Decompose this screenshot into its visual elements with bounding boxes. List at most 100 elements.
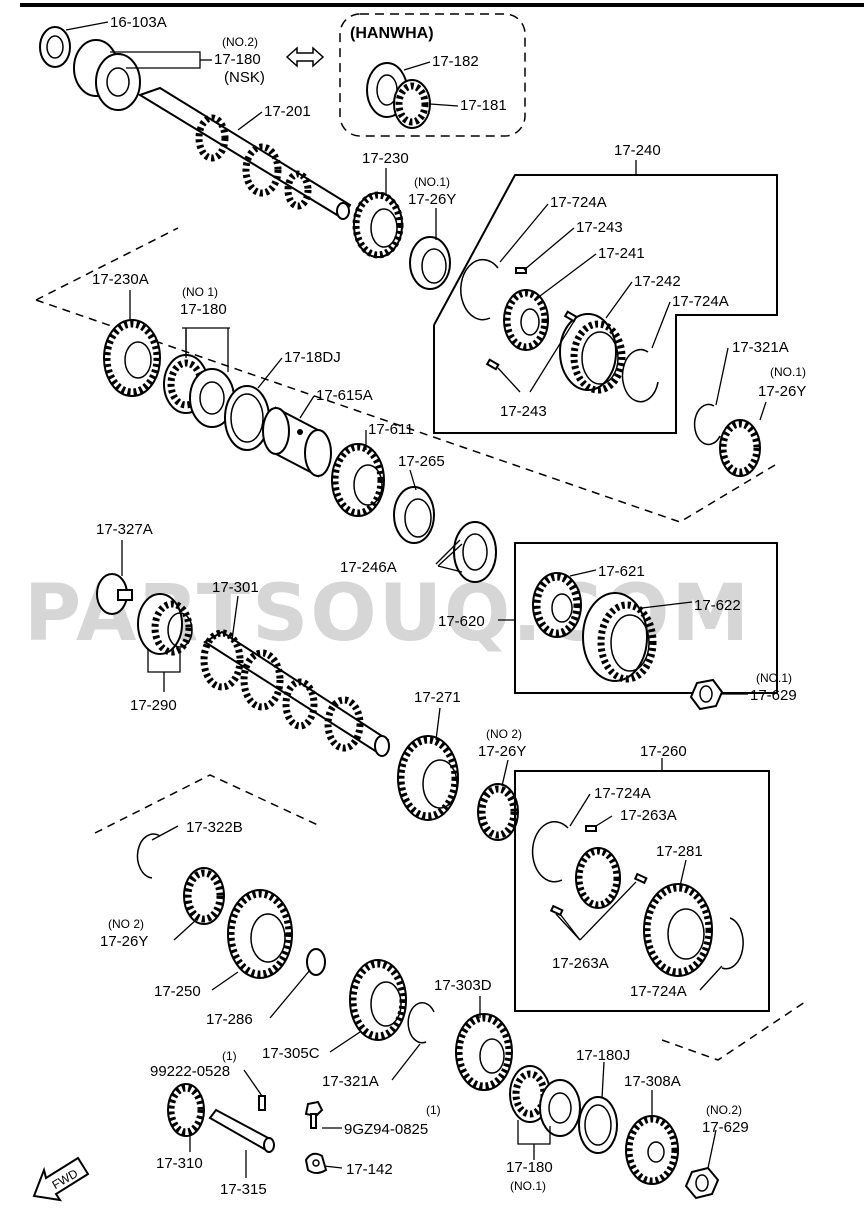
bearing-17-180-top[interactable] <box>73 39 141 111</box>
hanwha-alternative-box <box>339 13 526 137</box>
callout-17-26y-b: 17-26Y <box>758 383 806 400</box>
callout-17-26y-a: 17-26Y <box>408 191 456 208</box>
synchro-ring-17-26y-a[interactable] <box>409 236 451 290</box>
washer-17-286[interactable] <box>306 948 326 976</box>
synchro-ring-17-265[interactable] <box>393 486 435 544</box>
callout-17-240: 17-240 <box>614 142 661 159</box>
hub-17-621[interactable] <box>532 572 582 638</box>
callout-17-629-b: 17-629 <box>702 1119 749 1136</box>
callout-17-242: 17-242 <box>634 273 681 290</box>
gear-17-281[interactable] <box>643 883 713 977</box>
gear-17-308a[interactable] <box>625 1115 679 1185</box>
snap-ring-17-321a-b[interactable] <box>407 1002 435 1044</box>
callout-17-724a-c: 17-724A <box>594 785 651 802</box>
gear-17-305c[interactable] <box>349 959 407 1041</box>
hub-17-241[interactable] <box>503 289 549 351</box>
callout-16-103a: 16-103A <box>110 14 167 31</box>
gear-17-250[interactable] <box>227 889 293 979</box>
key-17-263a-b[interactable] <box>549 872 648 917</box>
callout-nsk: (NSK) <box>224 69 265 86</box>
nut-17-629-a[interactable] <box>689 678 724 711</box>
gear-17-230a[interactable] <box>103 319 161 397</box>
dashed-region-edge-3 <box>661 999 809 1061</box>
synchro-ring-17-26y-b[interactable] <box>719 419 761 477</box>
gear-17-611[interactable] <box>331 443 385 517</box>
snap-ring-17-724a-c[interactable] <box>531 821 569 883</box>
key-17-263a-a[interactable] <box>585 825 597 832</box>
callout-no2-a: (NO.2) <box>222 35 258 49</box>
synchro-ring-17-26y-c[interactable] <box>477 783 519 841</box>
snap-ring-17-322b[interactable] <box>136 833 161 879</box>
sleeve-17-622[interactable] <box>582 592 657 683</box>
bearing-17-180-mid[interactable] <box>163 354 235 428</box>
callout-qty1-b: (1) <box>426 1103 441 1117</box>
thrust-plate-17-246a[interactable] <box>453 521 497 583</box>
callout-no1-c: (NO.1) <box>770 365 806 379</box>
callout-no1-d: (NO.1) <box>756 671 792 685</box>
synchro-ring-17-26y-d[interactable] <box>183 867 225 925</box>
bracket-17-142[interactable] <box>304 1152 328 1174</box>
key-17-243-b[interactable] <box>485 310 578 371</box>
shim-17-18dj[interactable] <box>224 385 270 451</box>
callout-no1-a: (NO.1) <box>414 175 450 189</box>
shaft-17-315[interactable] <box>208 1108 275 1153</box>
callout-17-18dj: 17-18DJ <box>284 349 341 366</box>
callout-17-321a-a: 17-321A <box>732 339 789 356</box>
snap-ring-17-321a-a[interactable] <box>693 403 721 446</box>
callout-17-724a-b: 17-724A <box>672 293 729 310</box>
hub-17-281-inner[interactable] <box>575 847 621 909</box>
gear-17-230[interactable] <box>352 191 404 259</box>
bearing-17-290[interactable] <box>137 593 193 656</box>
callout-17-305c: 17-305C <box>262 1045 320 1062</box>
pin-99222-0528[interactable] <box>258 1095 266 1111</box>
gear-17-271[interactable] <box>397 735 459 821</box>
callout-17-243-a: 17-243 <box>576 219 623 236</box>
callout-17-724a-d: 17-724A <box>630 983 687 1000</box>
callout-17-321a-b: 17-321A <box>322 1073 379 1090</box>
callout-17-230a: 17-230A <box>92 271 149 288</box>
sync-assembly-17-240-box <box>433 174 778 434</box>
sleeve-17-615a[interactable] <box>262 406 332 478</box>
callout-17-263a-b: 17-263A <box>552 955 609 972</box>
callout-17-263a-a: 17-263A <box>620 807 677 824</box>
sleeve-17-242[interactable] <box>559 313 626 394</box>
callout-no1-e: (NO.1) <box>510 1179 546 1193</box>
snap-ring-17-724a-d[interactable] <box>721 917 744 970</box>
callout-17-629-a: 17-629 <box>750 687 797 704</box>
input-shaft-17-201[interactable] <box>137 86 352 220</box>
gear-17-303d[interactable] <box>455 1013 513 1091</box>
gear-17-310[interactable] <box>167 1083 205 1137</box>
callout-qty1-a: (1) <box>222 1049 237 1063</box>
callout-17-246a: 17-246A <box>340 559 397 576</box>
callout-no2-b: (NO 2) <box>486 727 522 741</box>
alternative-arrow-icon <box>285 46 325 68</box>
snap-ring-17-724a-a[interactable] <box>460 258 499 321</box>
callout-no2-c: (NO 2) <box>108 917 144 931</box>
leader-lines <box>65 21 767 1178</box>
plug-17-327a[interactable] <box>96 573 133 615</box>
snap-ring-17-724a-b[interactable] <box>621 348 659 403</box>
key-17-243-a[interactable] <box>515 267 527 274</box>
callout-17-724a-a: 17-724A <box>550 194 607 211</box>
callout-17-260: 17-260 <box>640 743 687 760</box>
bolt-9gz94-0825[interactable] <box>304 1100 324 1129</box>
callout-17-26y-c: 17-26Y <box>478 743 526 760</box>
callout-no1-b: (NO 1) <box>182 285 218 299</box>
bearing-17-180-bot[interactable] <box>509 1065 581 1137</box>
shim-17-180j[interactable] <box>578 1096 618 1154</box>
callout-17-26y-d: 17-26Y <box>100 933 148 950</box>
main-shaft-17-301[interactable] <box>200 629 390 757</box>
callout-9gz94-0825: 9GZ94-0825 <box>344 1121 428 1138</box>
callout-17-271: 17-271 <box>414 689 461 706</box>
nut-17-629-b[interactable] <box>684 1166 720 1200</box>
callout-17-281: 17-281 <box>656 843 703 860</box>
callout-17-250: 17-250 <box>154 983 201 1000</box>
seal-16-103a[interactable] <box>39 26 71 68</box>
callout-17-615a: 17-615A <box>316 387 373 404</box>
bearing-cone-17-181[interactable] <box>393 79 431 129</box>
callout-17-180-mid: 17-180 <box>180 301 227 318</box>
callout-17-622: 17-622 <box>694 597 741 614</box>
callout-17-142: 17-142 <box>346 1161 393 1178</box>
callout-17-301: 17-301 <box>212 579 259 596</box>
callout-17-181: 17-181 <box>460 97 507 114</box>
